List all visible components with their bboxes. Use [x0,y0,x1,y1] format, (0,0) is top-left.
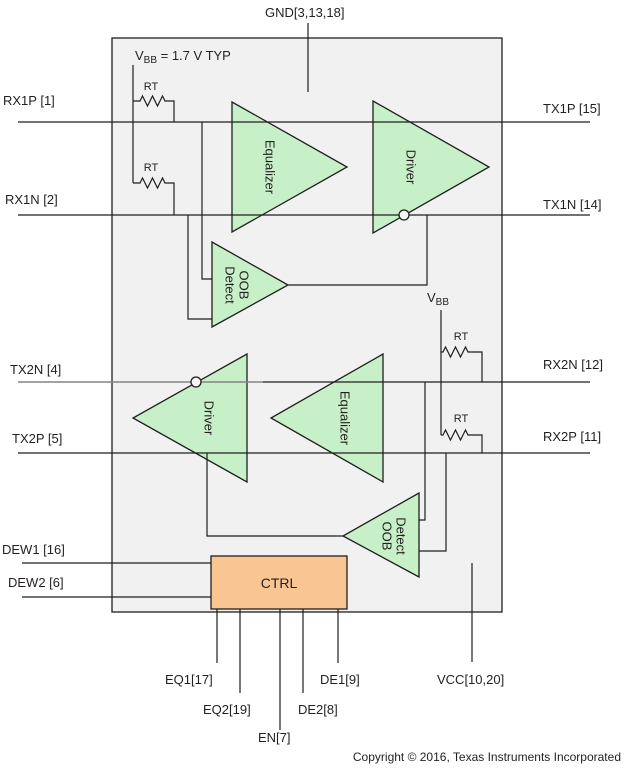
chip-boundary-box [111,37,503,613]
rt-resistor-rx1n [133,176,175,215]
tx1p-pin-label: TX1P [15] [543,101,601,116]
equalizer2-triangle [269,352,384,484]
gnd-pin-label: GND[3,13,18] [265,5,345,20]
oob-detect1-triangle [211,240,290,329]
vbb-note-rest: = 1.7 V TYP [157,48,231,63]
oob2-line1: Detect [394,517,409,555]
tx1n-pin-label: TX1N [14] [543,197,602,212]
oob2-input-tap-p [419,453,447,552]
tx2p-pin-label: TX2P [5] [12,431,62,446]
de2-pin-label: DE2[8] [298,702,338,717]
oob2-line2: OOB [380,522,395,551]
oob1-input-tap-n [187,215,212,320]
driver2-label: Driver [202,401,217,436]
vcc-pin-label: VCC[10,20] [437,672,504,687]
rx2p-pin-label: RX2P [11] [543,429,601,444]
rt3-label: RT [454,331,469,343]
oob1-input-tap-p [201,122,212,280]
eq1-pin-label: EQ1[17] [165,672,213,687]
rt-resistor-rx2n [441,345,483,382]
rt-resistor-rx2p [441,428,483,453]
oob2-input-tap-n [419,382,426,521]
rx1p-pin-label: RX1P [1] [3,93,55,108]
rt-resistor-rx1p [133,94,175,122]
vbb2-v: V [427,290,436,305]
driver1-label: Driver [404,150,419,185]
vbb-note-v: V [135,48,144,63]
de1-pin-label: DE1[9] [320,672,360,687]
driver1-inversion-bubble [398,209,410,221]
oob-detect2-label: DetectOOB [380,517,409,555]
oob1-output-wire [288,215,428,286]
vbb2-sub: BB [436,297,450,308]
dew1-pin-label: DEW1 [16] [2,542,65,557]
equalizer2-label: Equalizer [338,391,353,446]
rt4-label: RT [454,413,469,425]
en-pin-label: EN[7] [258,730,291,745]
tx2n-pin-label: TX2N [4] [10,362,61,377]
rt1-label: RT [144,81,159,93]
ctrl-label: CTRL [261,575,298,591]
oob-detect1-label: OOBDetect [223,266,252,304]
vbb-note-sub: BB [144,55,158,66]
driver1-triangle [372,99,491,235]
vbb-note: VBB = 1.7 V TYP [135,48,231,66]
oob1-line2: Detect [223,266,238,304]
oob-detect2-triangle [341,491,420,579]
dew2-pin-label: DEW2 [6] [8,575,64,590]
ctrl-block [210,555,348,610]
oob1-line1: OOB [237,271,252,300]
vbb2-label: VBB [427,290,449,308]
rx2n-pin-label: RX2N [12] [543,357,603,372]
copyright-text: Copyright © 2016, Texas Instruments Inco… [353,750,621,764]
equalizer1-triangle [231,100,349,234]
rt2-label: RT [144,162,159,174]
equalizer1-label: Equalizer [263,140,278,195]
oob2-output-wire [206,453,343,537]
eq2-pin-label: EQ2[19] [203,702,251,717]
driver2-inversion-bubble [190,376,202,388]
rx1n-pin-label: RX1N [2] [5,192,58,207]
driver2-triangle [131,352,248,484]
